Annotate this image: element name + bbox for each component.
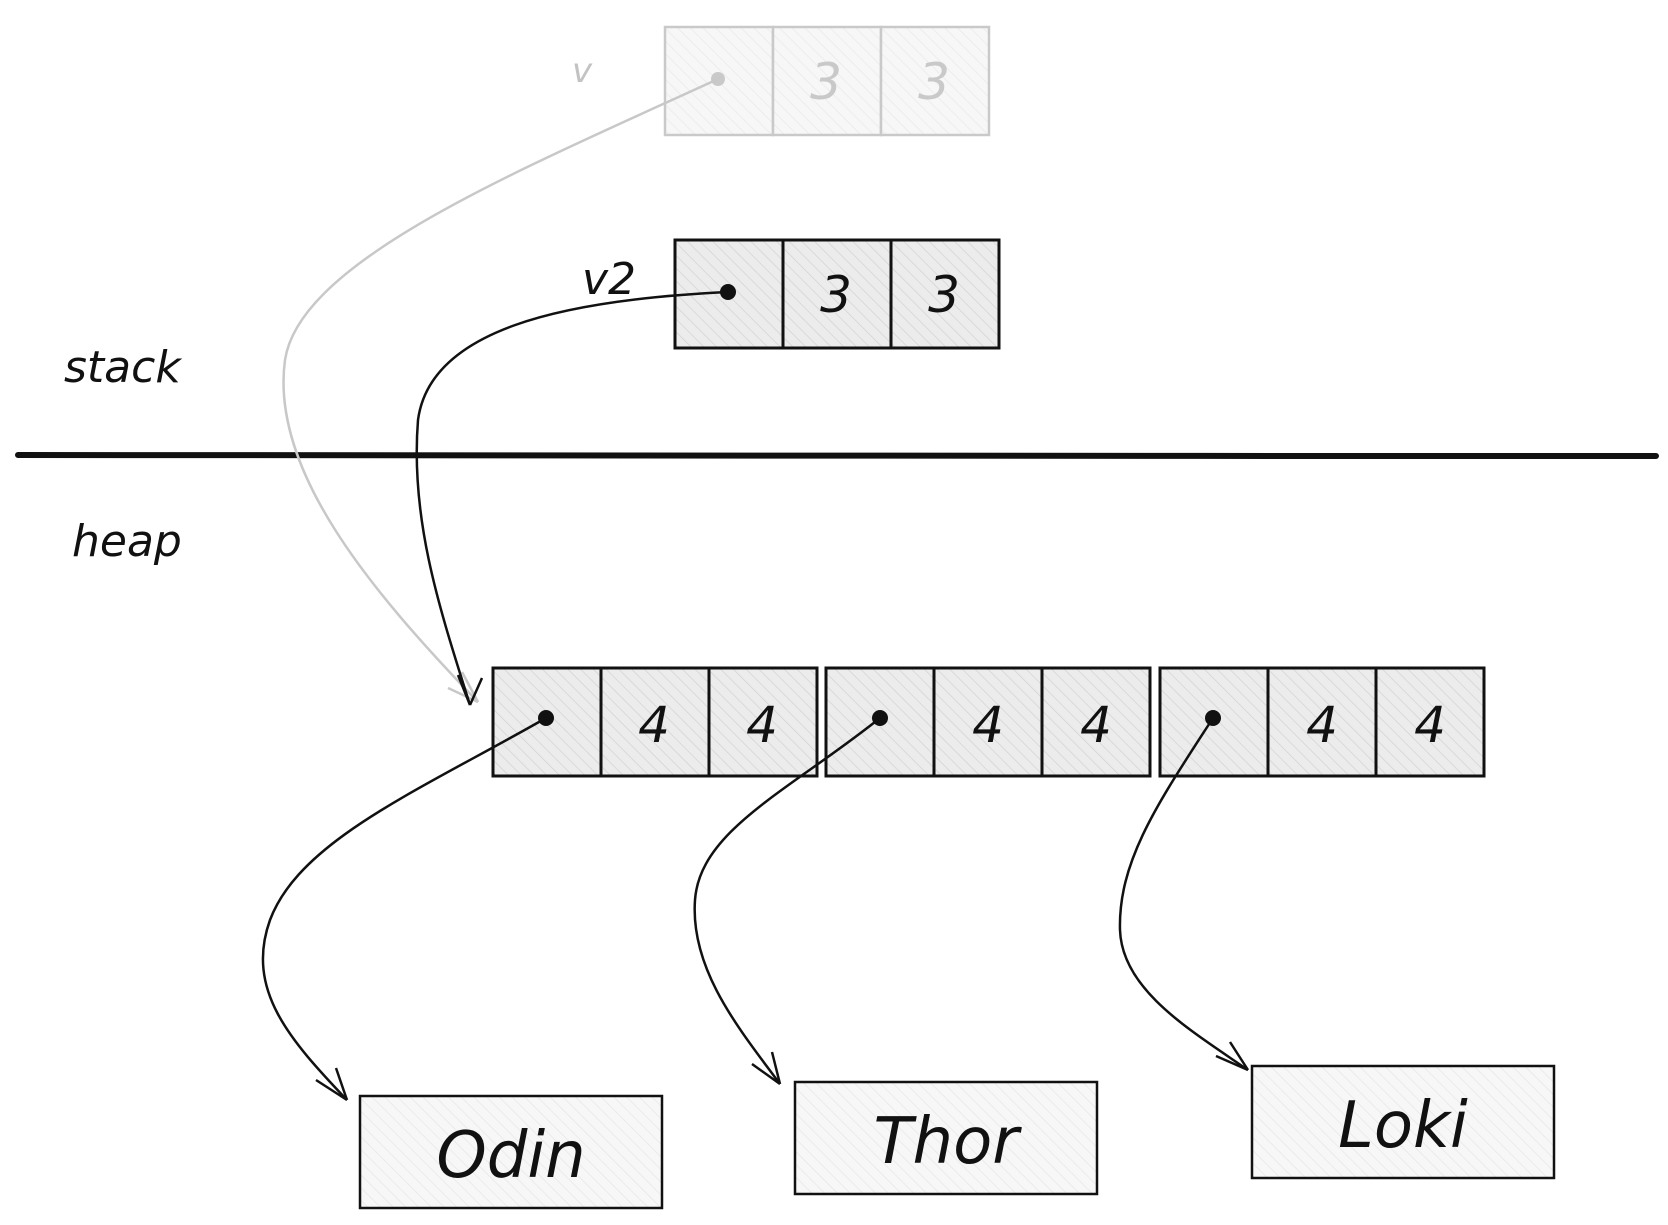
old-vec-cell-len: 3 — [771, 25, 883, 137]
old-vec-v: v 3 3 — [572, 25, 991, 137]
svg-text:3: 3 — [928, 266, 960, 324]
string-box-thor: Thor — [793, 1080, 1099, 1196]
svg-text:3: 3 — [820, 266, 852, 324]
stack-heap-divider — [15, 451, 1659, 460]
new-vec-cell-len: 3 — [781, 238, 893, 350]
heap-element-2: 4 4 — [824, 666, 1152, 778]
thor-arrowhead — [751, 1051, 782, 1086]
string-box-odin: Odin — [358, 1094, 664, 1210]
svg-text:4: 4 — [1306, 696, 1338, 754]
svg-text:3: 3 — [918, 53, 950, 111]
svg-text:4: 4 — [1080, 696, 1112, 754]
old-vec-pointer-arrow — [282, 77, 719, 703]
svg-text:4: 4 — [638, 696, 670, 754]
old-vec-cell-ptr — [663, 25, 775, 137]
old-vec-name: v — [572, 51, 593, 91]
loki-arrowhead — [1215, 1041, 1250, 1072]
string-label-odin: Odin — [436, 1119, 585, 1193]
svg-text:4: 4 — [1414, 696, 1446, 754]
string-label-loki: Loki — [1338, 1089, 1468, 1163]
new-vec-name: v2 — [582, 254, 636, 305]
new-vec-arrowhead — [456, 674, 484, 706]
odin-arrowhead — [315, 1067, 349, 1102]
new-vec-v2: v2 3 3 — [582, 238, 1001, 350]
thor-pointer-arrow — [693, 717, 881, 1085]
string-box-loki: Loki — [1250, 1064, 1556, 1180]
old-vec-cell-cap: 3 — [879, 25, 991, 137]
stack-label: stack — [64, 342, 182, 393]
heap-element-3: 4 4 — [1158, 666, 1486, 778]
heap-buffer: 4 4 4 4 4 4 — [491, 666, 1486, 778]
svg-text:4: 4 — [972, 696, 1004, 754]
loki-pointer-arrow — [1118, 717, 1249, 1072]
string-label-thor: Thor — [873, 1105, 1022, 1179]
odin-pointer-arrow — [261, 716, 547, 1101]
heap-label: heap — [72, 516, 182, 567]
heap-element-1: 4 4 — [491, 666, 819, 778]
new-vec-cell-cap: 3 — [889, 238, 1001, 350]
new-vec-pointer-arrow — [415, 290, 729, 706]
svg-text:3: 3 — [810, 53, 842, 111]
svg-text:4: 4 — [746, 696, 778, 754]
